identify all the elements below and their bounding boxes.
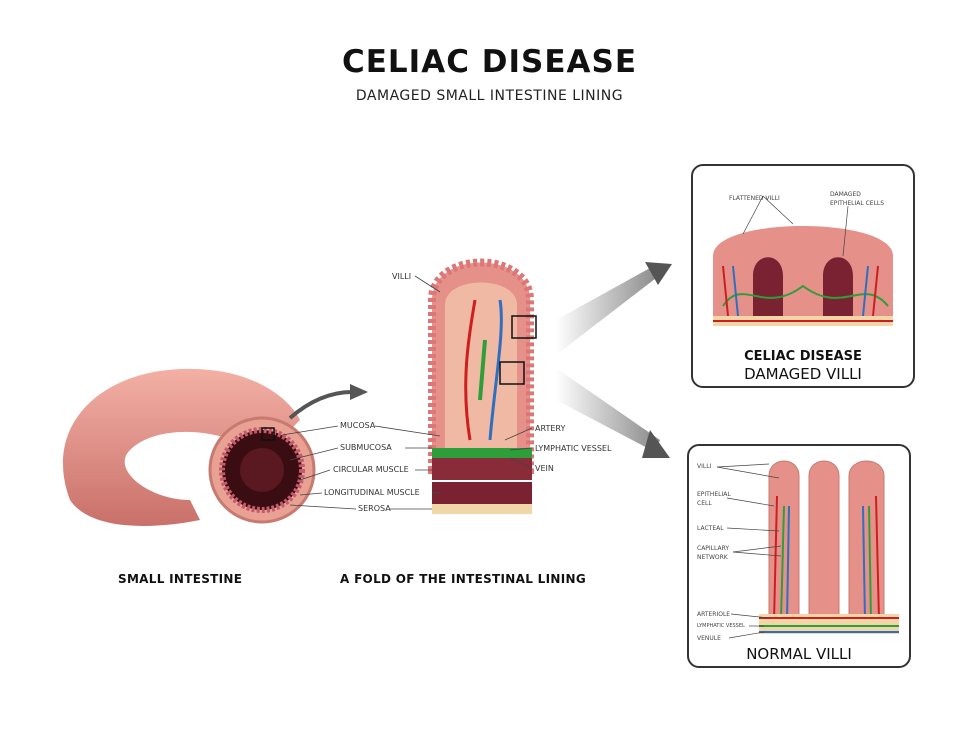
label-villi-normal: VILLI [697,463,712,470]
caption-small-intestine: SMALL INTESTINE [118,572,243,586]
label-epithelial-b: CELL [697,500,712,507]
label-lacteal: LACTEAL [697,525,724,532]
arrow-to-fold [288,390,353,420]
label-damaged-b: EPITHELIAL CELLS [830,200,885,207]
page-subtitle: DAMAGED SMALL INTESTINE LINING [355,88,624,104]
label-serosa: SEROSA [358,504,391,513]
label-villi: VILLI [392,272,412,281]
label-capillary-b: NETWORK [697,554,728,561]
damaged-caption-2: DAMAGED VILLI [744,365,862,383]
damaged-villi-panel: FLATTENED VILLI DAMAGED EPITHELIAL CELLS… [691,164,915,388]
label-flattened-villi: FLATTENED VILLI [729,195,780,202]
normal-villi-panel: VILLI EPITHELIAL CELL LACTEAL CAPILLARY … [687,444,911,668]
label-circular-muscle: CIRCULAR MUSCLE [333,465,409,474]
label-venule: VENULE [697,635,721,642]
label-artery: ARTERY [535,424,566,433]
small-intestine-illustration [62,368,316,526]
label-mucosa: MUCOSA [340,421,376,430]
damaged-caption-1: CELIAC DISEASE [744,349,862,364]
damaged-villi-illustration [713,195,893,326]
normal-villi-illustration [716,460,899,639]
label-capillary-a: CAPILLARY [697,545,730,552]
beam-upper [556,268,660,355]
label-damaged-a: DAMAGED [830,191,861,198]
page-title: CELIAC DISEASE [341,44,637,80]
label-submucosa: SUBMUCOSA [340,443,392,452]
label-lymphatic-vessel: LYMPHATIC VESSEL [535,444,612,453]
caption-fold: A FOLD OF THE INTESTINAL LINING [340,572,586,586]
label-lymphatic-normal: LYMPHATIC VESSEL [697,623,745,629]
label-arteriole: ARTERIOLE [697,611,731,618]
beam-lower [556,368,660,452]
label-longitudinal-muscle: LONGITUDINAL MUSCLE [324,488,420,497]
label-epithelial-a: EPITHELIAL [697,491,731,498]
intestinal-fold-illustration [428,258,537,514]
normal-caption: NORMAL VILLI [746,645,852,663]
label-vein: VEIN [535,464,554,473]
